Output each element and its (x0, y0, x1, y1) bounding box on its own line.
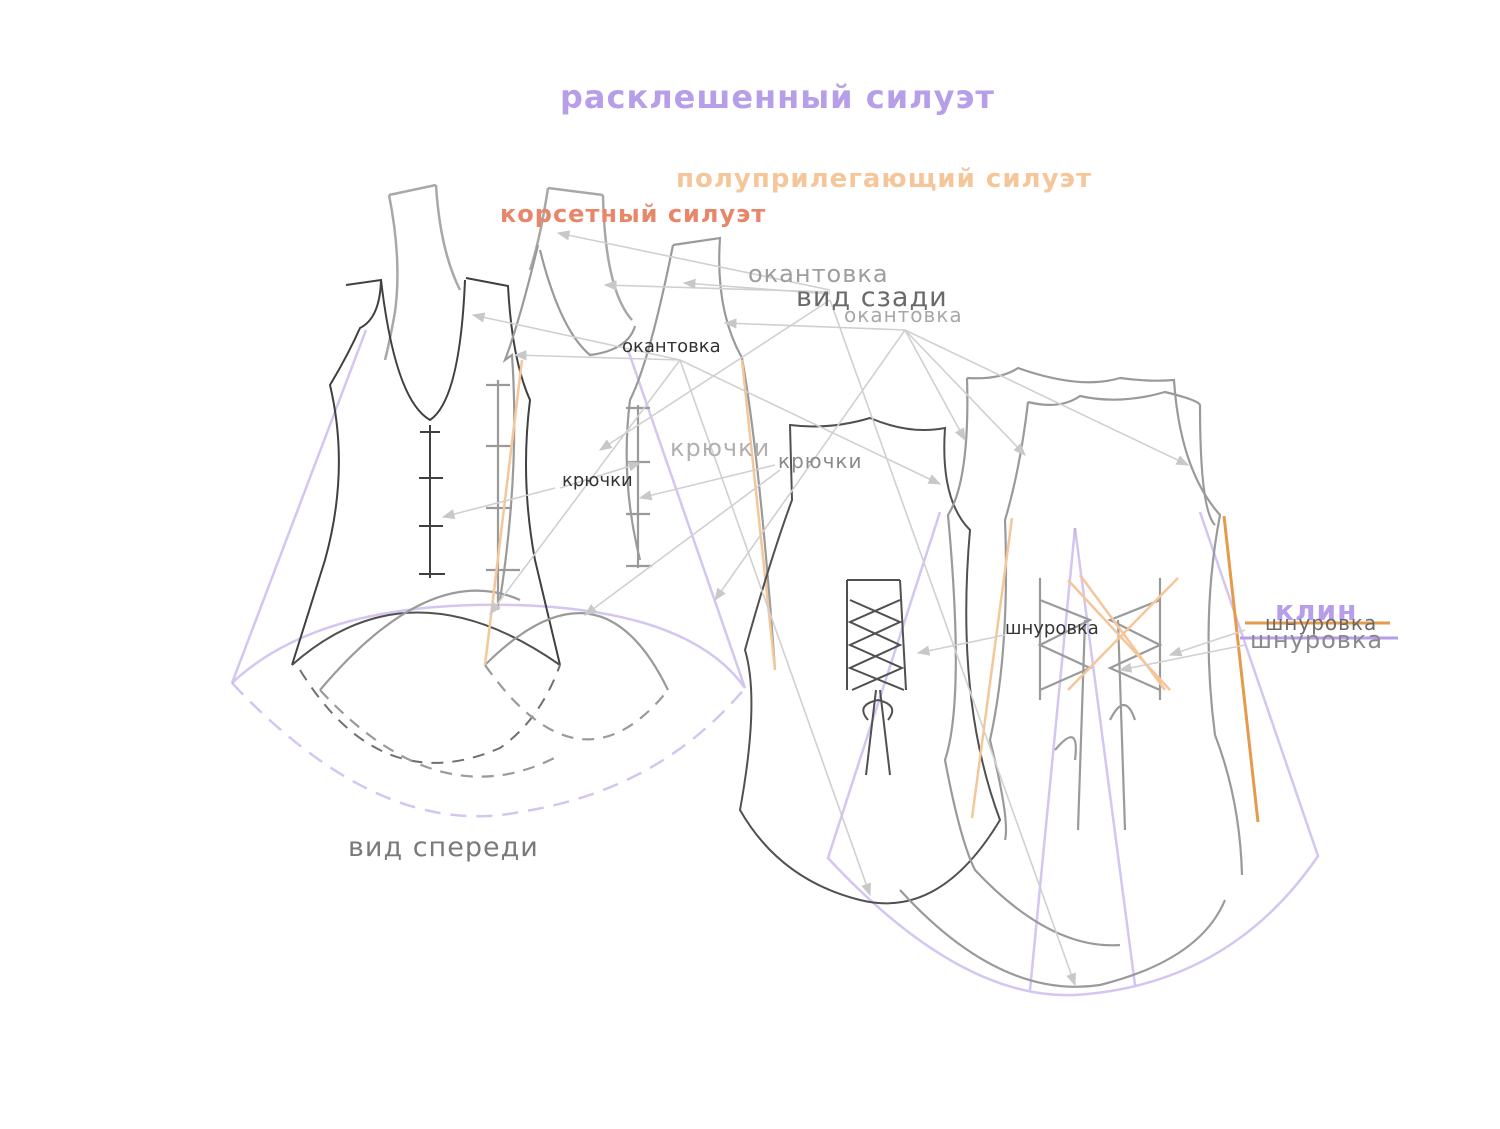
leader-arrow-icon (1118, 644, 1246, 673)
leader-arrow-icon (829, 299, 1076, 987)
leader-arrow-icon (489, 359, 681, 616)
front-corset-outline (291, 277, 561, 764)
title-corset-silhouette: корсетный силуэт (500, 200, 766, 228)
back-semifitted-seams (970, 517, 1179, 819)
leader-arrows (441, 230, 1246, 987)
leader-arrow-icon (714, 329, 906, 602)
front-semifitted-outline (319, 236, 777, 778)
label-lacing-corset: шнуровка (1005, 618, 1099, 639)
leader-arrow-icon (679, 359, 942, 485)
leader-arrow-icon (904, 329, 1026, 456)
back-semifitted-outline (899, 366, 1244, 988)
leader-arrow-icon (559, 461, 642, 489)
back-gusset-marker (1222, 515, 1390, 823)
leader-arrow-icon (1168, 629, 1246, 657)
leader-arrow-icon (723, 318, 906, 331)
leader-arrow-icon (679, 359, 871, 897)
leader-arrow-icon (904, 329, 966, 442)
label-hooks-semifitted: крючки (670, 434, 770, 462)
leader-arrow-icon (598, 299, 831, 451)
leader-arrow-icon (556, 230, 831, 291)
leader-arrow-icon (682, 278, 831, 295)
back-view-label: вид сзади (796, 282, 948, 313)
front-collar-semi (383, 183, 633, 361)
back-flared-outline (826, 511, 1320, 997)
front-view-label: вид спереди (348, 832, 539, 863)
leader-arrow-icon (638, 464, 776, 501)
back-view-group (738, 366, 1398, 997)
title-semifitted-silhouette: полуприлегающий силуэт (676, 164, 1092, 194)
label-trim-flared: окантовка (844, 303, 963, 327)
leader-arrow-icon (583, 469, 781, 616)
label-lacing-flared: шнуровка (1250, 626, 1383, 654)
label-hooks-flared: крючки (778, 449, 863, 473)
label-trim-semifitted: окантовка (748, 260, 889, 288)
front-view-group: вид спереди (230, 183, 777, 863)
leader-arrow-icon (471, 312, 681, 361)
title-flared-silhouette: расклешенный силуэт (560, 78, 995, 116)
leader-arrow-icon (441, 487, 556, 520)
label-trim-corset: окантовка (622, 336, 721, 357)
leader-arrow-icon (513, 350, 681, 361)
label-hooks-corset: крючки (562, 470, 633, 491)
leader-arrow-icon (904, 329, 1190, 466)
back-corset-outline (738, 416, 1002, 905)
front-flared-outline (230, 329, 747, 818)
label-lacing-semifitted: шнуровка (1265, 611, 1377, 635)
leader-arrow-icon (916, 634, 1006, 656)
label-gusset: клин (1275, 594, 1357, 627)
